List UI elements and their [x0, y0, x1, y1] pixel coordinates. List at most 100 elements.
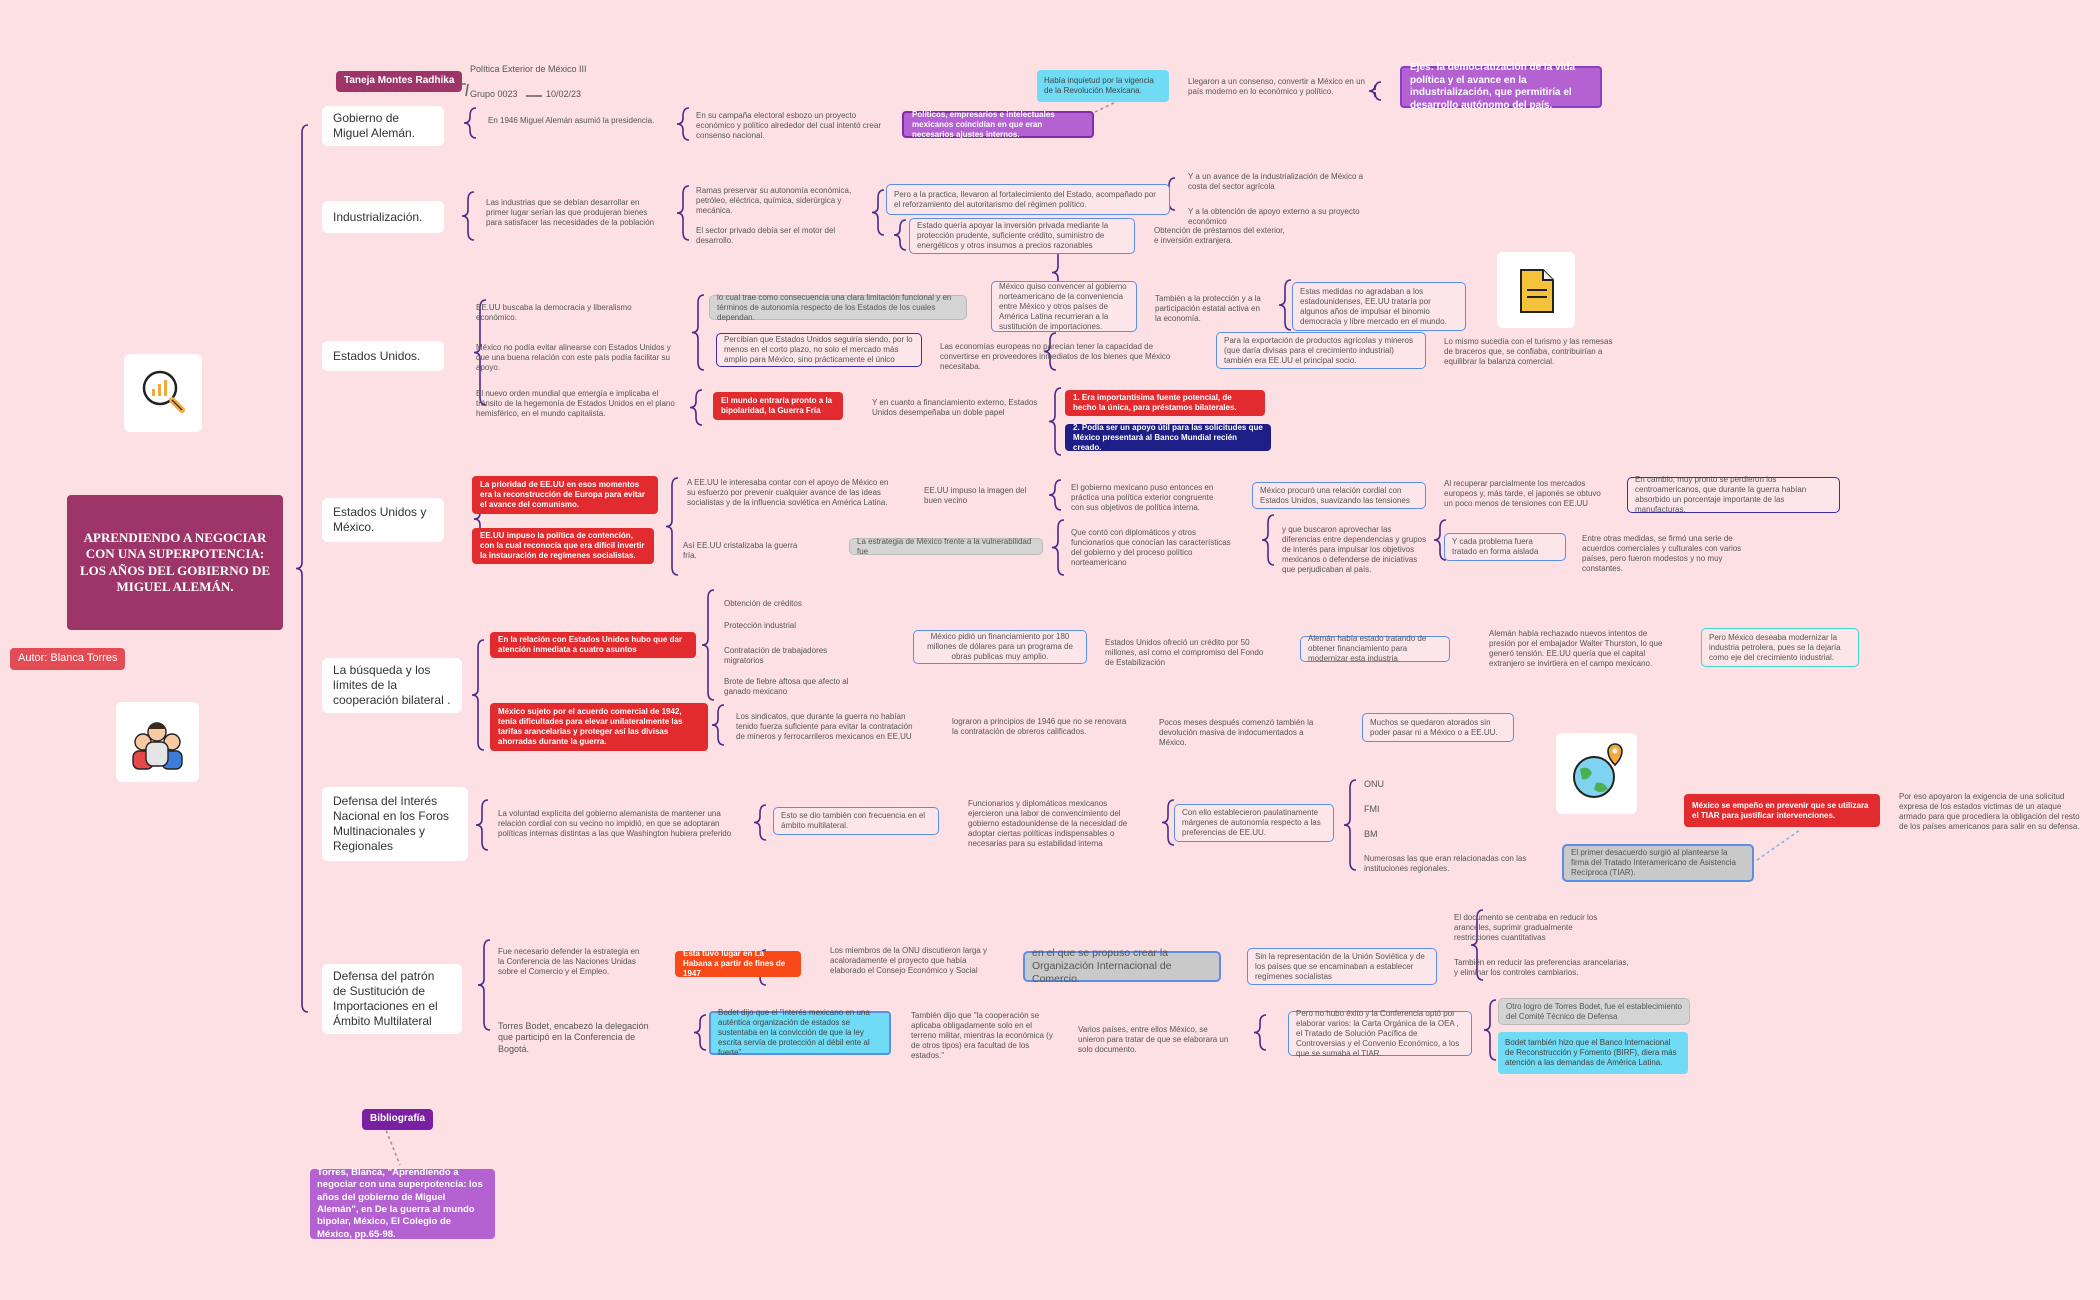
g3-node-m[interactable]: Y en cuanto a financiamiento externo, Es…: [872, 398, 1038, 417]
student-name[interactable]: Taneja Montes Radhika: [336, 71, 463, 92]
g7-node-i[interactable]: Bodet dijo que el "interés mexicano en u…: [709, 1008, 891, 1057]
g5-list-4[interactable]: Brote de fiebre aftosa que afecto al gan…: [724, 677, 849, 696]
g5-node-i[interactable]: lograron a principios de 1946 que no se …: [952, 717, 1127, 736]
central-topic[interactable]: APRENDIENDO A NEGOCIAR CON UNA SUPERPOTE…: [67, 495, 283, 630]
topic-estados-unidos[interactable]: Estados Unidos.: [322, 341, 444, 371]
g3-node-k[interactable]: El nuevo orden mundial que emergía e imp…: [476, 389, 675, 418]
g1-node-d[interactable]: Había inquietud por la vigencia de la Re…: [1037, 70, 1169, 102]
g7-node-d[interactable]: en el que se propuso crear la Organizaci…: [1023, 947, 1221, 985]
g5-node-k[interactable]: Muchos se quedaron atorados sin poder pa…: [1362, 713, 1514, 742]
topic-estados-unidos-y-mexico[interactable]: Estados Unidos y México.: [322, 498, 444, 542]
g2-node-e[interactable]: Y a un avance de la industrialización de…: [1188, 172, 1364, 191]
topic-foros-multinacionales[interactable]: Defensa del Interés Nacional en los Foro…: [322, 787, 468, 861]
topic-industrializacion[interactable]: Industrialización.: [322, 201, 444, 233]
g5-node-b[interactable]: México pidió un financiamiento por 180 m…: [913, 630, 1087, 664]
g4-node-l[interactable]: y que buscaron aprovechar las diferencia…: [1282, 525, 1427, 574]
g5-list-1[interactable]: Obtención de créditos: [724, 599, 802, 608]
g4-node-b[interactable]: A EE.UU le interesaba contar con el apoy…: [687, 478, 889, 507]
bibliografia-label[interactable]: Bibliografía: [362, 1109, 434, 1130]
g5-list-2[interactable]: Protección industrial: [724, 621, 797, 630]
g7-node-l[interactable]: Pero no hubo éxito y la Conferencia optó…: [1288, 1009, 1472, 1058]
g6-node-d[interactable]: Con ello establecieron paulatinamente má…: [1174, 804, 1334, 842]
g5-node-f[interactable]: Pero México deseaba modernizar la indust…: [1701, 628, 1859, 667]
g7-node-n[interactable]: Bodet también hizo que el Banco Internac…: [1498, 1032, 1688, 1074]
g2-node-h[interactable]: Obtención de préstamos del exterior, e i…: [1154, 226, 1285, 245]
g1-node-c[interactable]: Políticos, empresarios e intelectuales m…: [902, 110, 1094, 139]
g7-node-k[interactable]: Varios países, entre ellos México, se un…: [1078, 1025, 1229, 1054]
g6-bm[interactable]: BM: [1364, 829, 1378, 839]
g4-node-j[interactable]: La estrategia de México frente a la vuln…: [849, 537, 1043, 556]
g2-node-d[interactable]: Pero a la practica, llevaron al fortalec…: [886, 184, 1170, 215]
g2-node-f[interactable]: Y a la obtención de apoyo externo a su p…: [1188, 207, 1360, 226]
g3-node-i[interactable]: Para la exportación de productos agrícol…: [1216, 332, 1426, 369]
g3-node-o[interactable]: 2. Podía ser un apoyo útil para las soli…: [1065, 423, 1271, 452]
g7-node-h[interactable]: Torres Bodet, encabezó la delegación que…: [498, 1021, 649, 1054]
g6-fmi[interactable]: FMI: [1364, 804, 1380, 814]
g3-node-l[interactable]: El mundo entraría pronto a la bipolarida…: [713, 392, 843, 420]
g7-node-a[interactable]: Fue necesario defender la estrategia en …: [498, 947, 640, 976]
g4-node-c[interactable]: EE.UU impuso la imagen del buen vecino: [924, 486, 1027, 505]
g2-node-a[interactable]: Las industrias que se debían desarrollar…: [486, 198, 655, 227]
people-card: [116, 702, 199, 782]
g6-node-f[interactable]: El primer desacuerdo surgió al plantears…: [1562, 844, 1754, 882]
g1-node-a[interactable]: En 1946 Miguel Alemán asumió la presiden…: [488, 116, 655, 125]
g3-node-d[interactable]: También a la protección y a la participa…: [1155, 294, 1261, 323]
g3-node-n[interactable]: 1. Era importantísima fuente potencial, …: [1065, 390, 1265, 416]
g2-node-g[interactable]: Estado quería apoyar la inversión privad…: [909, 218, 1135, 254]
g1-node-f[interactable]: Ejes: la democratización de la vida polí…: [1400, 62, 1602, 111]
g3-node-j[interactable]: Lo mismo sucedía con el turismo y las re…: [1444, 337, 1613, 366]
g6-onu[interactable]: ONU: [1364, 779, 1384, 789]
g5-node-c[interactable]: Estados Unidos ofreció un crédito por 50…: [1105, 638, 1264, 667]
g4-node-g[interactable]: En cambio, muy pronto se perdieron los c…: [1627, 475, 1840, 514]
g1-node-b[interactable]: En su campaña electoral esbozo un proyec…: [696, 111, 881, 140]
g5-node-h[interactable]: Los sindicatos, que durante la guerra no…: [736, 712, 913, 741]
g3-node-e[interactable]: Estas medidas no agradaban a los estadou…: [1292, 282, 1466, 331]
bibliografia-text[interactable]: Torres, Blanca, "Aprendiendo a negociar …: [310, 1167, 495, 1240]
g4-node-k[interactable]: Que contó con diplomáticos y otros funci…: [1071, 528, 1231, 567]
g7-node-c[interactable]: Los miembros de la ONU discutieron larga…: [830, 946, 987, 975]
g5-node-j[interactable]: Pocos meses después comenzó también la d…: [1159, 718, 1314, 747]
g4-node-n[interactable]: Entre otras medidas, se firmó una serie …: [1582, 534, 1742, 573]
g3-node-f[interactable]: México no podía evitar alinearse con Est…: [476, 343, 671, 372]
g5-node-e[interactable]: Alemán había rechazado nuevos intentos d…: [1489, 629, 1663, 668]
g5-node-d[interactable]: Alemán había estado tratando de obtener …: [1300, 634, 1450, 663]
g7-node-j[interactable]: También dijo que "la cooperación se apli…: [911, 1011, 1053, 1060]
g6-node-g[interactable]: México se empeño en prevenir que se util…: [1684, 794, 1880, 827]
author-label[interactable]: Autor: Blanca Torres: [10, 648, 126, 670]
g6-node-c[interactable]: Funcionarios y diplomáticos mexicanos ej…: [968, 799, 1128, 848]
g7-node-f[interactable]: El documento se centraba en reducir los …: [1454, 913, 1598, 942]
analysis-card: [124, 354, 202, 432]
globe-card: [1556, 733, 1637, 814]
g5-node-a[interactable]: En la relación con Estados Unidos hubo q…: [490, 632, 696, 658]
g7-node-b[interactable]: Esta tuvo lugar en La Habana a partir de…: [675, 949, 801, 978]
g3-node-g[interactable]: Percibían que Estados Unidos seguiría si…: [716, 333, 922, 367]
g4-node-a[interactable]: La prioridad de EE.UU en esos momentos e…: [472, 476, 658, 514]
g7-node-e[interactable]: Sin la representación de la Unión Soviét…: [1247, 948, 1437, 985]
g4-node-e[interactable]: México procuró una relación cordial con …: [1252, 482, 1426, 509]
topic-cooperacion-bilateral[interactable]: La búsqueda y los límites de la cooperac…: [322, 658, 462, 713]
topic-gobierno-miguel-aleman[interactable]: Gobierno de Miguel Alemán.: [322, 106, 444, 146]
g3-node-h[interactable]: Las economías europeas no parecían tener…: [940, 342, 1171, 371]
g1-node-e[interactable]: Llegaron a un consenso, convertir a Méxi…: [1188, 77, 1365, 96]
g4-node-h[interactable]: EE.UU impuso la política de contención, …: [472, 528, 654, 564]
g4-node-m[interactable]: Y cada problema fuera tratado en forma a…: [1444, 533, 1566, 561]
g4-node-i[interactable]: Así EE.UU cristalizaba la guerra fría.: [683, 541, 798, 560]
g7-node-g[interactable]: También en reducir las preferencias aran…: [1454, 958, 1629, 977]
g6-node-e[interactable]: Numerosas las que eran relacionadas con …: [1364, 854, 1527, 873]
g3-node-a[interactable]: EE.UU buscaba la democracia y liberalism…: [476, 303, 632, 322]
g6-node-b[interactable]: Esto se dio también con frecuencia en el…: [773, 807, 939, 835]
g2-node-b[interactable]: Ramas preservar su autonomía económica, …: [696, 186, 852, 215]
g6-node-h[interactable]: Por eso apoyaron la exigencia de una sol…: [1899, 792, 2080, 831]
g6-node-a[interactable]: La voluntad explícita del gobierno alema…: [498, 809, 732, 838]
topic-sustitucion-importaciones[interactable]: Defensa del patrón de Sustitución de Imp…: [322, 964, 462, 1034]
g3-node-c[interactable]: México quiso convencer al gobierno norte…: [991, 281, 1137, 332]
g2-node-c[interactable]: El sector privado debía ser el motor del…: [696, 226, 836, 245]
g5-node-g[interactable]: México sujeto por el acuerdo comercial d…: [490, 703, 708, 751]
g3-node-b[interactable]: lo cual trae como consecuencia una clara…: [709, 293, 967, 322]
g4-node-f[interactable]: Al recuperar parcialmente los mercados e…: [1444, 479, 1601, 508]
g5-list-3[interactable]: Contratación de trabajadores migratorios: [724, 646, 828, 665]
g4-node-d[interactable]: El gobierno mexicano puso entonces en pr…: [1071, 483, 1214, 512]
g7-node-m[interactable]: Otro logro de Torres Bodet, fue el estab…: [1498, 998, 1690, 1025]
